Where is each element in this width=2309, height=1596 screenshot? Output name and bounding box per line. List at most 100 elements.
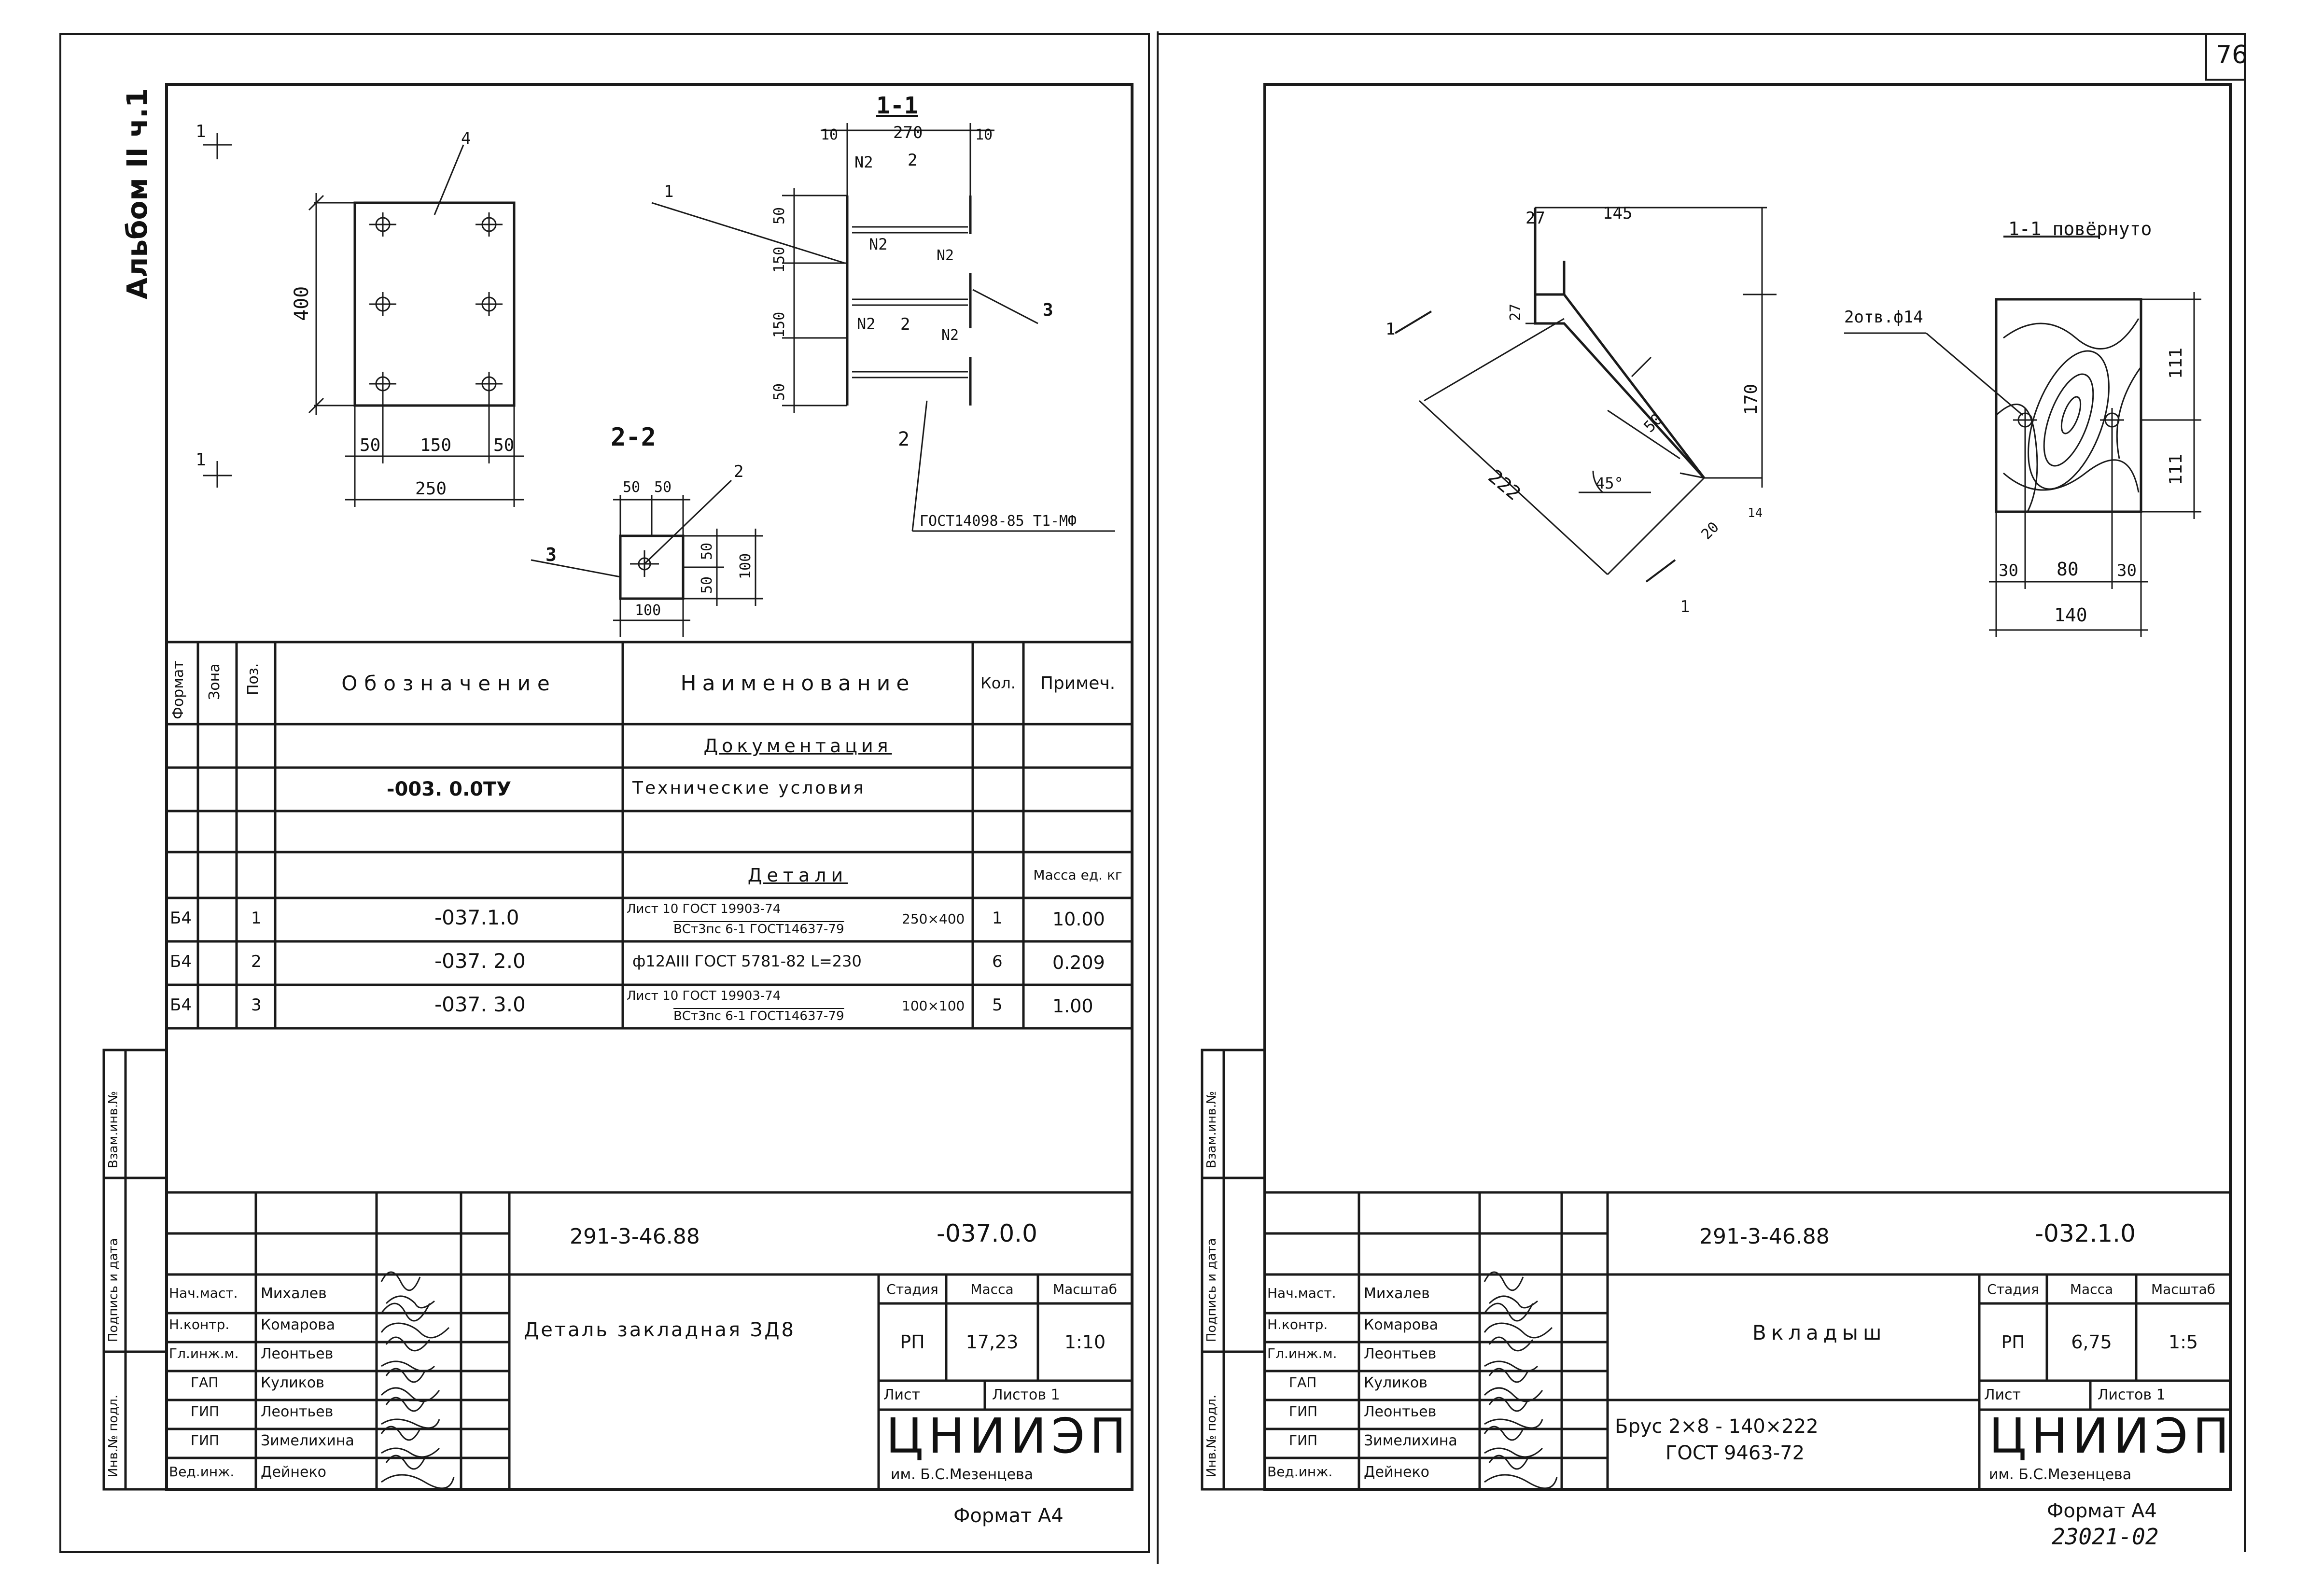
tb-right-doc-code: 291-3-46.88 [1699, 1224, 1830, 1249]
hdr-designation: Обозначение [341, 671, 557, 695]
tb-left-name-2: Комарова [261, 1316, 336, 1333]
row2-name-top: ф12АIII ГОСТ 5781-82 L=230 [632, 952, 862, 970]
r-dim-111a: 111 [2166, 347, 2186, 379]
tb-right-mass-label: Масса [2070, 1281, 2113, 1297]
weld-n2-e: N2 [941, 327, 959, 344]
tb-left-role-5: ГИП [191, 1403, 220, 1419]
tb-left-mass-label: Масса [970, 1281, 1014, 1297]
row3-pos: 3 [251, 995, 262, 1015]
tb-left-role-4: ГАП [191, 1374, 219, 1390]
r-holes: 2отв.ф14 [1844, 308, 1923, 327]
row2-pos: 2 [251, 952, 262, 971]
row3-name-bottom: ВСт3пс 6-1 ГОСТ14637-79 [673, 1009, 844, 1023]
dim-bottom-3: 50 [493, 435, 515, 455]
row1-name-bottom: ВСт3пс 6-1 ГОСТ14637-79 [673, 922, 844, 937]
sec11-dim-right: 10 [975, 126, 993, 143]
weld-n2-a: N2 [854, 153, 873, 171]
r-dim-27: 27 [1525, 209, 1545, 228]
tb-right-material-1: Брус 2×8 - 140×222 [1615, 1415, 1819, 1438]
r-stamp-vzam: Взам.инв.№ [1204, 1091, 1219, 1168]
tb-left-role-3: Гл.инж.м. [169, 1345, 239, 1361]
tb-left-name-1: Михалев [261, 1285, 327, 1302]
sec22-dim-width: 100 [635, 602, 661, 619]
tb-left-org-sub: им. Б.С.Мезенцева [891, 1466, 1034, 1483]
sec11-callout-3: 3 [1043, 300, 1053, 320]
dim-bottom-2: 150 [420, 435, 452, 455]
tb-right-scale-label: Масштаб [2151, 1281, 2216, 1297]
tb-left-sheets: Листов 1 [992, 1386, 1060, 1403]
tb-left-org: ЦНИИЭП [886, 1408, 1131, 1464]
tb-left-stage-label: Стадия [886, 1281, 938, 1297]
row1-note: 10.00 [1052, 909, 1105, 930]
row2-format: Б4 [170, 952, 192, 971]
row1-designation: -037.1.0 [434, 906, 519, 929]
r-dim-14: 14 [1748, 506, 1763, 520]
r-stamp-podpis: Подпись и дата [1204, 1238, 1219, 1342]
row2-qty: 6 [992, 952, 1003, 971]
row3-name-top: Лист 10 ГОСТ 19903-74 [627, 989, 781, 1003]
tb-left-doc-code: 291-3-46.88 [570, 1224, 700, 1249]
callout-2-left: 2 [734, 462, 744, 481]
right-format-label: Формат А4 [2047, 1500, 2157, 1522]
left-format-label: Формат А4 [953, 1505, 1064, 1527]
tb-right-name-4: Куликов [1364, 1374, 1427, 1391]
row1-qty: 1 [992, 909, 1003, 928]
sec11-callout-1: 1 [664, 182, 674, 201]
tb-left-role-1: Нач.маст. [169, 1285, 238, 1301]
mark-2-b: 2 [900, 315, 910, 334]
tb-right-name: Вкладыш [1752, 1321, 1887, 1344]
tb-right-stage-label: Стадия [1987, 1281, 2039, 1297]
stamp-inv-podl: Инв.№ подл. [106, 1394, 121, 1477]
tb-left-name-3: Леонтьев [261, 1345, 334, 1362]
tb-left-mass: 17,23 [966, 1331, 1019, 1353]
tb-left-role-7: Вед.инж. [169, 1464, 235, 1480]
section-mark-top: 1 [196, 122, 206, 141]
sec11-dim-mid: 270 [893, 123, 923, 142]
row3-designation: -037. 3.0 [434, 993, 526, 1016]
callout-4: 4 [461, 129, 471, 148]
tb-left-scale-label: Масштаб [1052, 1281, 1118, 1297]
tb-left-scale: 1:10 [1064, 1331, 1106, 1353]
dim-400: 400 [291, 286, 313, 321]
tb-right-stage: РП [2001, 1332, 2025, 1352]
row1-format: Б4 [170, 909, 192, 928]
row3-size: 100×100 [902, 998, 965, 1014]
row2-designation: -037. 2.0 [434, 949, 526, 973]
tb-left-doc-number: -037.0.0 [937, 1219, 1037, 1247]
hdr-qty: Кол. [980, 674, 1016, 692]
tb-right-name-2: Комарова [1364, 1316, 1439, 1333]
weld-n2-d: N2 [857, 315, 876, 333]
spec-docs-name: Технические условия [632, 778, 866, 798]
r-section-mark-a: 1 [1385, 320, 1396, 339]
hdr-zone: Зона [206, 663, 223, 700]
tb-right-role-5: ГИП [1289, 1403, 1318, 1419]
row1-pos: 1 [251, 909, 262, 928]
spec-docs-designation: -003. 0.0ТУ [386, 778, 512, 800]
tb-right-scale: 1:5 [2168, 1331, 2198, 1353]
sec11-vdim-4: 50 [771, 383, 788, 401]
r-dim-27v: 27 [1507, 303, 1524, 321]
tb-left-role-6: ГИП [191, 1432, 220, 1448]
spec-section-docs: Документация [703, 735, 892, 756]
tb-right-sheet: Лист [1984, 1386, 2021, 1403]
hdr-format: Формат [170, 660, 187, 719]
sec22-dim-right-2: 50 [699, 576, 715, 594]
tb-right-role-4: ГАП [1289, 1374, 1317, 1390]
tb-right-role-2: Н.контр. [1267, 1316, 1328, 1332]
dim-bottom-1: 50 [360, 435, 381, 455]
weld-n2-b: N2 [869, 235, 888, 253]
tb-right-material-2: ГОСТ 9463-72 [1665, 1442, 1805, 1464]
tb-right-role-6: ГИП [1289, 1432, 1318, 1448]
tb-right-name-1: Михалев [1364, 1285, 1430, 1302]
tb-right-role-3: Гл.инж.м. [1267, 1345, 1337, 1361]
row3-note: 1.00 [1052, 995, 1093, 1017]
tb-right-role-1: Нач.маст. [1267, 1285, 1336, 1301]
weld-n2-c: N2 [937, 247, 954, 264]
tb-right-sheets: Листов 1 [2098, 1386, 2166, 1403]
tb-right-name-5: Леонтьев [1364, 1403, 1437, 1420]
tb-left-name: Деталь закладная ЗД8 [524, 1319, 796, 1341]
tb-right-name-7: Дейнеко [1364, 1464, 1429, 1481]
row3-qty: 5 [992, 995, 1003, 1015]
sec22-dim-top-1: 50 [623, 479, 641, 496]
tb-right-name-6: Зимелихина [1364, 1432, 1457, 1449]
